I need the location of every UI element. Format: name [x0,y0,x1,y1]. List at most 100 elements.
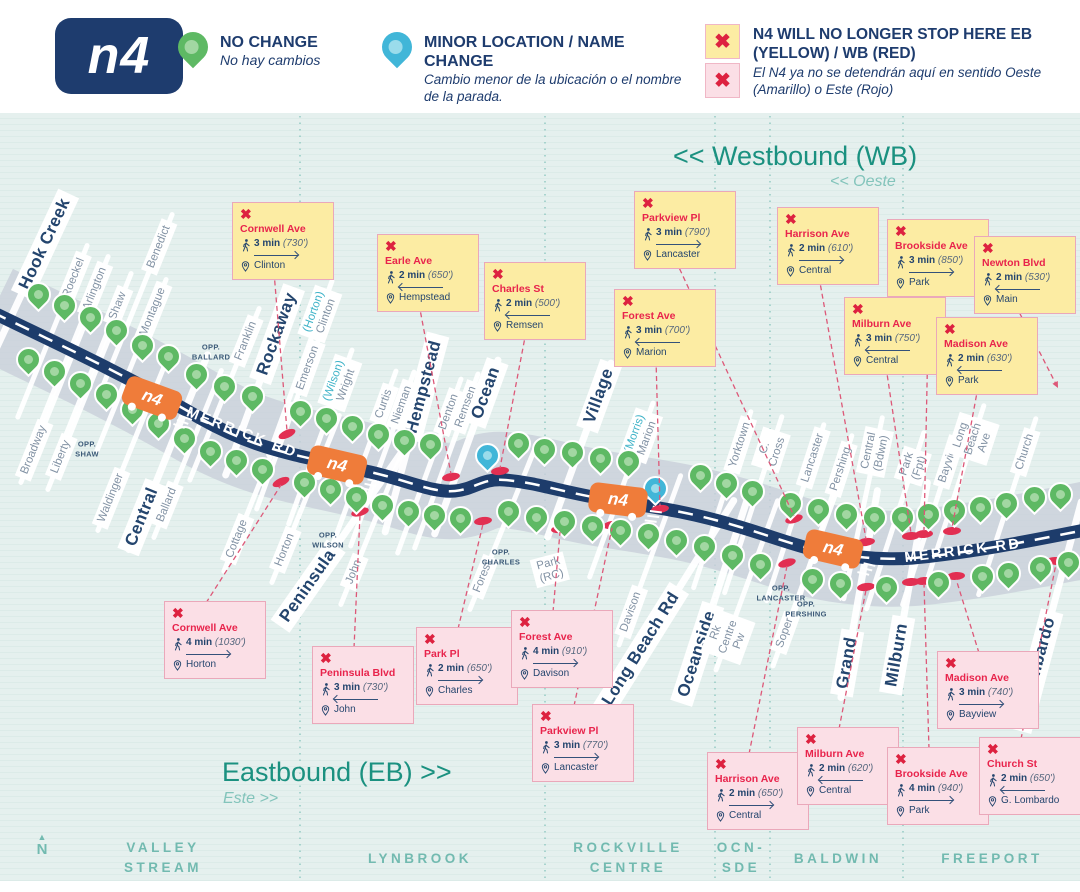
walk-time-line: 2 min (650') [1001,773,1055,785]
map-pin-icon [425,685,434,697]
walk-minutes: 2 min [506,298,533,310]
walk-distance-row: 4 min (940') [895,783,981,801]
walk-distance-text: 2 min (500') [506,298,560,316]
walking-person-icon [542,741,550,754]
pink-removed-stop-icon: ✖ [705,63,740,98]
walk-minutes: 2 min [996,272,1023,284]
nearest-cross-street: Main [996,294,1018,306]
map-pin-icon [945,375,954,387]
walk-distance-row: 2 min (630') [944,353,1030,371]
walk-time-line: 2 min (530') [996,272,1050,284]
nearest-cross-street: Central [819,785,852,797]
walk-distance-row: 3 min (770') [540,740,626,758]
walk-time-line: 3 min (750') [866,333,920,345]
nearest-stop-row: G. Lombardo [987,795,1073,808]
walk-direction-arrow [729,801,773,806]
stop-name: Madison Ave [944,338,1008,350]
westbound-label-es: << Oeste [830,173,896,190]
map-pin-icon [241,260,250,272]
walk-time-line: 2 min (500') [506,298,560,310]
town-label: BALDWIN [793,851,883,866]
nearest-cross-street: Bayview [959,709,997,721]
walk-minutes: 3 min [254,238,281,250]
nearest-cross-street: Park [909,805,930,817]
x-icon: ✖ [519,614,531,630]
callout-leader-line [655,358,661,507]
walk-feet: (730') [282,238,309,250]
map-pin-icon [896,805,905,817]
legend-removed-subtitle: El N4 ya no se detendrán aquí en sentido… [753,65,1042,97]
walk-distance-text: 3 min (740') [959,687,1013,705]
town-label: OCN- SDE [716,840,766,876]
walk-distance-text: 2 min (650') [729,788,783,806]
x-icon: ✖ [320,650,332,666]
map-pin-icon [716,810,725,822]
walking-person-icon [322,683,330,696]
nearest-cross-street: Hempstead [399,292,451,304]
north-arrow: ▲ N [32,833,52,859]
nearest-stop-row: Park [944,375,1030,388]
walk-feet: (500') [534,298,561,310]
callout-leader-line [418,303,452,475]
walk-direction-arrow [533,659,577,664]
walk-distance-row: 4 min (910') [519,646,605,664]
nearest-stop-row: Hempstead [385,292,471,305]
walk-time-line: 3 min (730') [334,682,388,694]
walk-time-line: 3 min (730') [254,238,308,250]
walk-distance-row: 3 min (850') [895,255,981,273]
stop-name: Brookside Ave [895,768,968,780]
callout-leader-line [923,288,930,532]
walk-direction-arrow [909,268,953,273]
nearest-cross-street: Lancaster [656,249,700,261]
walk-distance-text: 4 min (910') [533,646,587,664]
map-pin-icon [896,277,905,289]
nearest-stop-row: Park [895,805,981,818]
nearest-stop-row: Central [852,355,938,368]
callout-leader-line [838,589,867,730]
walk-distance-row: 4 min (1030') [172,637,258,655]
walk-direction-arrow [909,796,953,801]
walking-person-icon [989,774,997,787]
callout-leader-line [552,531,561,613]
x-icon: ✖ [424,631,436,647]
nearest-stop-row: Park [895,277,981,290]
walk-direction-arrow [996,285,1040,290]
nearest-stop-row: Remsen [492,320,578,333]
walk-time-line: 2 min (650') [399,270,453,282]
x-icon: ✖ [642,195,654,211]
walk-distance-row: 3 min (790') [642,227,728,245]
header: n4 NO CHANGE No hay cambios MINOR LOCATI… [0,0,1080,113]
x-icon: ✖ [805,731,817,747]
walk-direction-arrow [506,311,550,316]
road-center-line [0,314,1080,561]
stop-name: Harrison Ave [785,228,850,240]
nearest-cross-street: Park [958,375,979,387]
stop-name: Newton Blvd [982,257,1046,269]
town-label: VALLEY STREAM [124,840,202,876]
stop-name: Parkview Pl [642,212,701,224]
walking-person-icon [521,647,529,660]
x-icon: ✖ [540,708,552,724]
walk-direction-arrow [866,346,910,351]
walking-person-icon [494,299,502,312]
walk-feet: (940') [937,783,964,795]
x-icon: ✖ [785,211,797,227]
walk-distance-text: 3 min (750') [866,333,920,351]
x-icon: ✖ [945,655,957,671]
walk-distance-text: 3 min (730') [334,682,388,700]
walking-person-icon [947,688,955,701]
walk-feet: (530') [1024,272,1051,284]
walk-minutes: 3 min [866,333,893,345]
walking-person-icon [426,664,434,677]
map-pin-icon [493,320,502,332]
x-icon: ✖ [987,741,999,757]
stop-name: Brookside Ave [895,240,968,252]
walk-direction-arrow [656,240,700,245]
walk-distance-text: 2 min (610') [799,243,853,261]
north-arrow-label: N [36,841,48,858]
